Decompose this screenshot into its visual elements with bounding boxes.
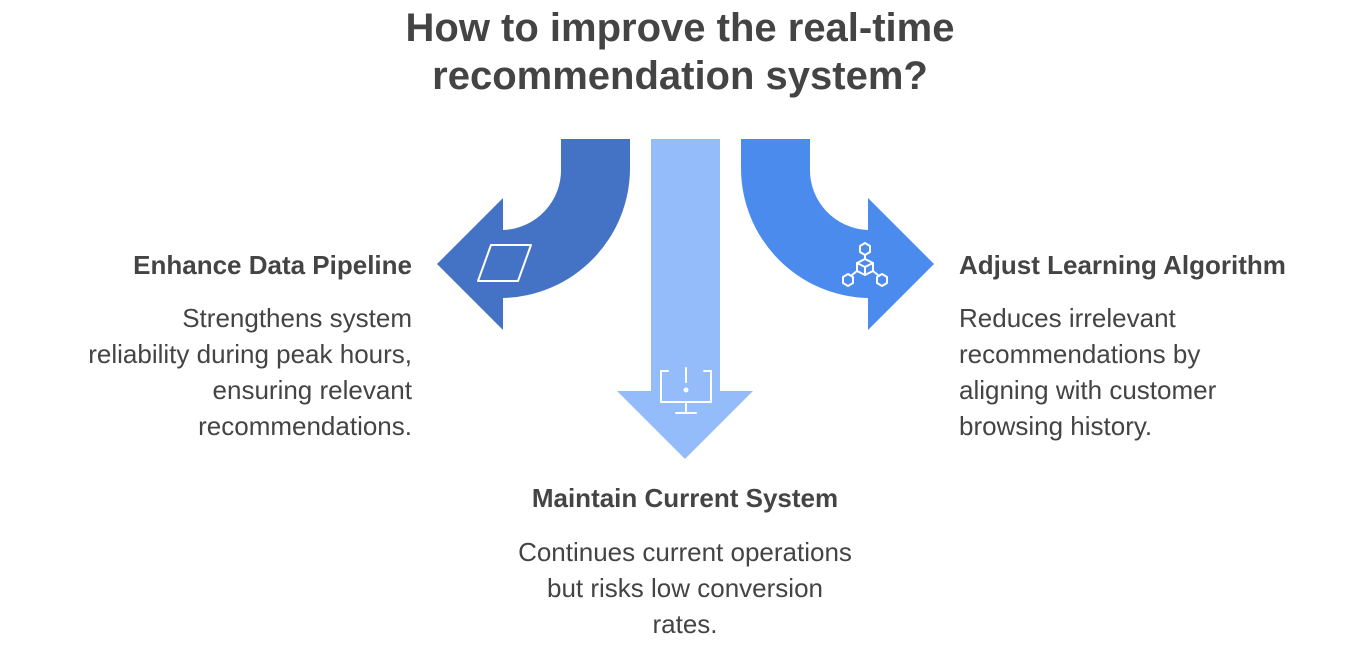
description-line: Reduces irrelevant [959,303,1176,333]
option-left-description: Strengthens system reliability during pe… [20,300,412,444]
option-center-heading: Maintain Current System [531,483,839,513]
option-center-description: Continues current operations but risks l… [435,534,935,642]
option-right-description: Reduces irrelevant recommendations by al… [959,300,1339,444]
option-left-heading: Enhance Data Pipeline [133,250,412,280]
description-line: ensuring relevant [212,375,412,405]
option-right-heading: Adjust Learning Algorithm [959,250,1286,280]
description-line: Strengthens system [182,303,412,333]
description-line: but risks low conversion [547,573,823,603]
title-line-1: How to improve the real-time [405,6,955,50]
description-line: Continues current operations [518,537,852,567]
description-line: reliability during peak hours, [88,339,412,369]
center-arrow [617,139,753,459]
description-line: rates. [652,609,718,639]
right-arrow [741,139,934,330]
description-line: aligning with customer [959,375,1217,405]
parallelogram-icon [477,244,532,282]
network-cube-icon [842,242,888,287]
description-line: recommendations by [959,339,1201,369]
left-arrow [437,139,630,330]
description-line: recommendations. [198,411,412,441]
monitor-alert-icon [660,367,712,414]
title-line-2: recommendation system? [432,54,928,98]
description-line: browsing history. [959,411,1153,441]
page-title: How to improve the real-time recommendat… [280,4,1080,100]
